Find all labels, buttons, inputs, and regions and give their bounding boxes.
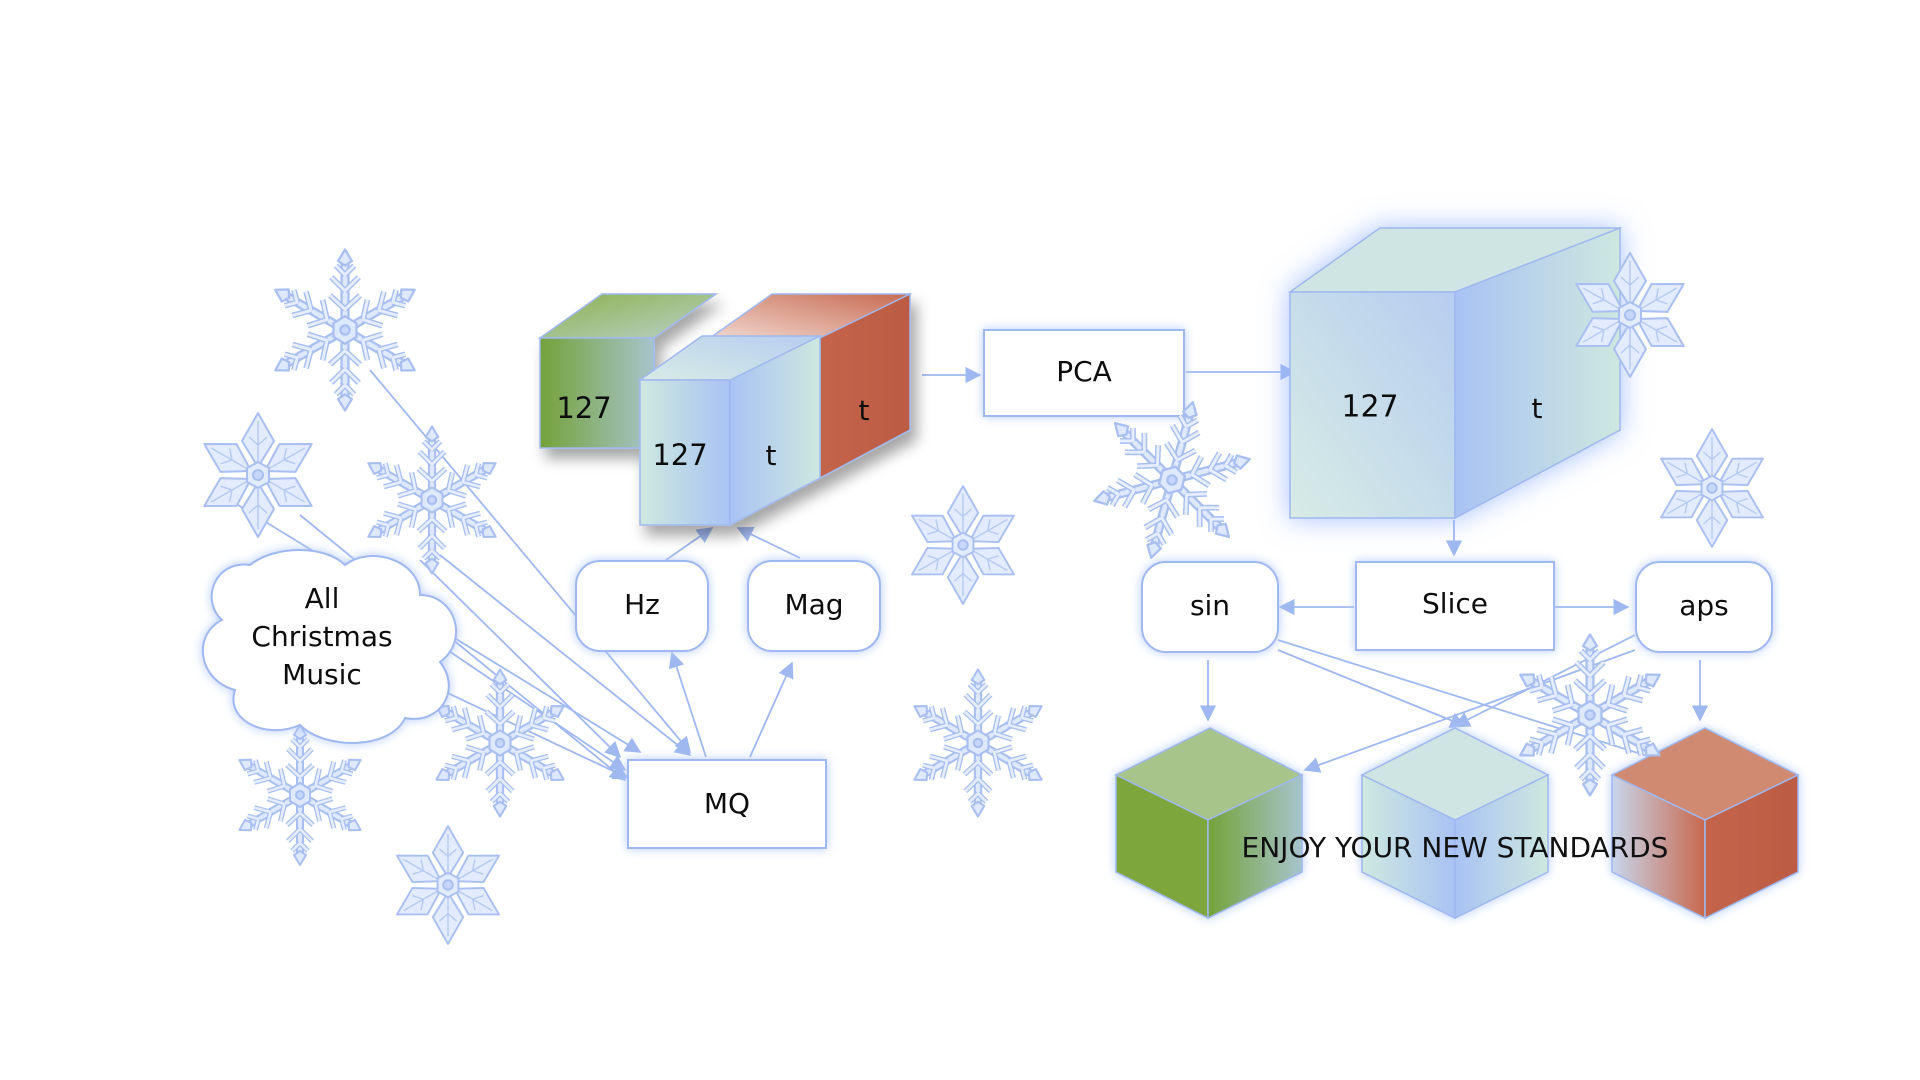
slice-label: Slice [1422,587,1488,620]
sin-label: sin [1190,589,1230,622]
aps-node[interactable]: aps [1635,561,1773,653]
aps-label: aps [1679,589,1729,622]
snowflake-star-icon [1653,429,1770,547]
cube-orange: t [707,292,913,480]
tensor-stack-small[interactable]: 127 t 127 t [537,292,913,527]
tensor-big[interactable]: 127 t [1287,226,1623,520]
mq-node[interactable]: MQ [627,759,827,849]
edge-source-to-mq-3 [439,644,627,771]
cube-green: 127 [537,293,719,449]
source-cloud-node[interactable]: All Christmas Music [201,549,458,744]
hz-label: Hz [624,588,660,621]
edge-mq-to-mag [749,661,794,758]
source-label-line-3: Music [282,658,362,691]
edge-source-to-mq-7 [419,559,622,759]
snowflake-star-icon [196,413,319,537]
footer-message: ENJOY YOUR NEW STANDARDS [1242,831,1669,864]
cube-icon [1610,727,1800,920]
mag-label: Mag [784,588,843,621]
edge-mag-to-tensor [736,527,801,559]
tensor-small-middle-dim: 127 [652,438,707,472]
cube-middle: 127 t [637,334,823,527]
tensor-big-t: t [1532,392,1543,425]
edge-source-to-mq-5 [369,369,692,754]
snowflake-star-icon [904,486,1021,604]
snowflake-icon [362,427,503,574]
snowflake-icon [908,670,1049,817]
edge-hz-to-tensor [665,527,714,561]
mag-node[interactable]: Mag [747,560,881,652]
edge-sin-to-cyan [1277,649,1467,729]
pca-node[interactable]: PCA [983,329,1185,417]
tensor-big-dim: 127 [1341,390,1398,425]
output-cubes [1114,727,1800,920]
cube-icon [1114,727,1304,920]
edge-mq-to-hz [668,651,707,758]
snowflake-icon [233,725,367,865]
tensor-small-middle-t: t [766,439,777,472]
edge-aps-to-cyan [1453,634,1636,727]
snowflake-star-icon [389,826,506,944]
mq-label: MQ [704,787,750,820]
tensor-small-orange-t: t [859,394,870,427]
source-label-line-1: All [305,582,340,615]
snowflake-icon [268,250,422,411]
snowflake-icon [430,670,571,817]
cloud-shape [201,549,458,744]
source-label-line-2: Christmas [251,620,392,653]
hz-node[interactable]: Hz [575,560,709,652]
edge-aps-to-green [1303,649,1636,773]
snowflake-group-middle [904,486,1048,816]
edge-source-to-mq [439,554,692,757]
cube-icon [1360,727,1550,920]
tensor-small-green-dim: 127 [556,391,611,425]
sin-node[interactable]: sin [1141,561,1279,653]
slice-node[interactable]: Slice [1355,561,1555,651]
pca-label: PCA [1056,355,1112,388]
